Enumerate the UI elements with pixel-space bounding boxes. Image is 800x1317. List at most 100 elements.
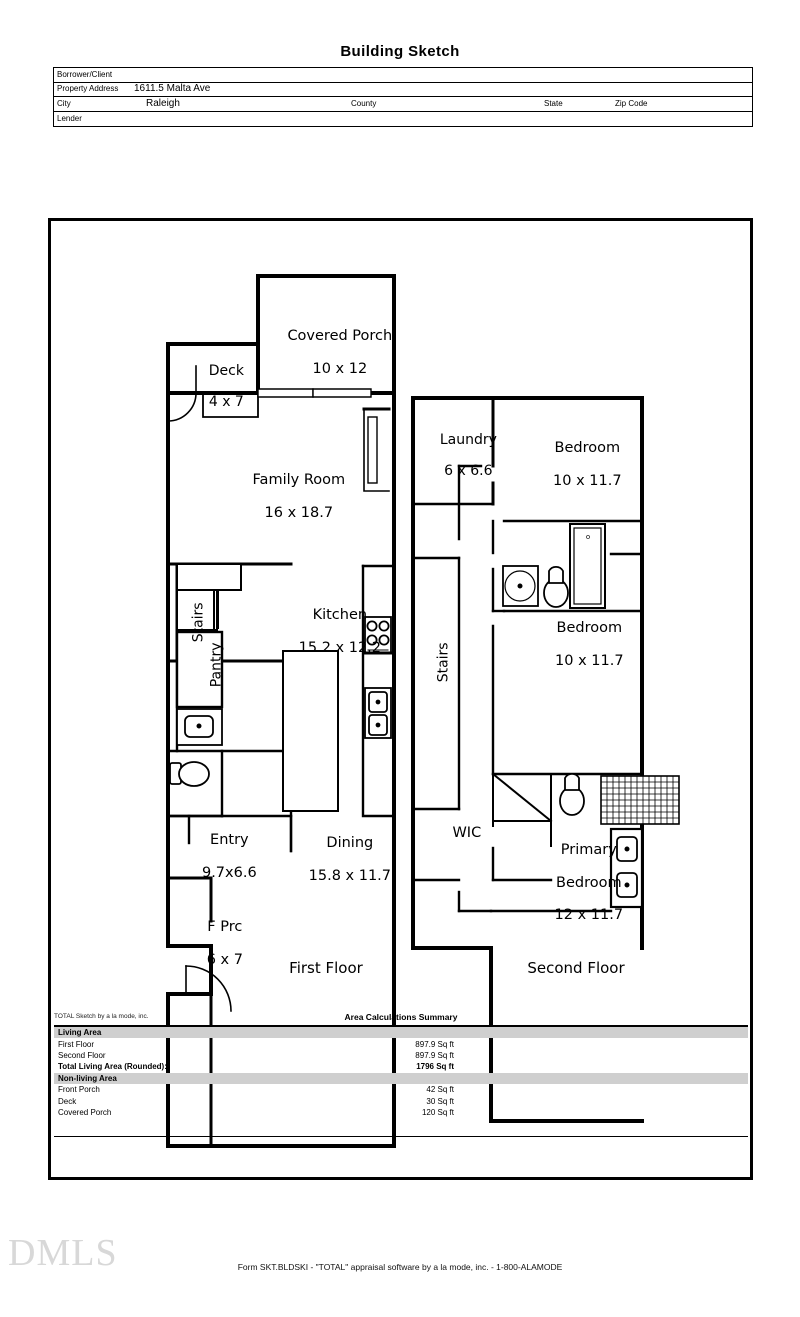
svg-text:o: o — [586, 533, 590, 541]
front-porch-area-label: Front Porch — [58, 1085, 100, 1095]
area-summary-body: Living Area First Floor 897.9 Sq ft Seco… — [54, 1027, 748, 1138]
room-label-dining: Dining 15.8 x 11.7 — [251, 819, 421, 900]
room-label-primary-bedroom: Primary Bedroom 12 x 11.7 — [501, 826, 649, 940]
primary-bedroom-name-line2: Bedroom — [556, 874, 622, 891]
sketch-frame: o — [48, 218, 753, 1180]
zip-code-label: Zip Code — [615, 98, 648, 108]
wic-walls — [411, 846, 613, 913]
deck-area-value: 30 Sq ft — [426, 1096, 454, 1106]
bedroom-2-dims: 10 x 11.7 — [555, 652, 624, 669]
entry-dims: 9.7x6.6 — [201, 864, 257, 881]
sliding-door-symbol — [257, 388, 372, 398]
area-summary-spacer — [54, 1118, 748, 1136]
laundry-name: Laundry — [439, 431, 497, 448]
room-label-covered-porch: Covered Porch 10 x 12 — [258, 312, 394, 393]
total-sketch-credit: TOTAL Sketch by a la mode, inc. — [54, 1013, 149, 1020]
stair-closet — [176, 563, 242, 631]
borrower-client-row: Borrower/Client — [54, 68, 752, 83]
lender-row: Lender — [54, 112, 752, 127]
laundry-dims: 6 x 6.6 — [444, 463, 493, 480]
room-label-bedroom-2: Bedroom 10 x 11.7 — [503, 604, 648, 685]
deck-dims: 4 x 7 — [208, 394, 244, 411]
room-label-front-porch: F Prc 6 x 7 — [168, 903, 254, 984]
double-vanity-icon — [609, 827, 644, 909]
deck-name: Deck — [208, 362, 244, 379]
kitchen-counter — [361, 564, 396, 818]
area-summary-header: TOTAL Sketch by a la mode, inc. Area Cal… — [54, 1012, 748, 1027]
room-label-kitchen: Kitchen 15.2 x 12.2 — [246, 591, 406, 672]
room-label-bedroom-1: Bedroom 10 x 11.7 — [501, 424, 646, 505]
city-value[interactable]: Raleigh — [146, 97, 180, 109]
toilet-icon-f2a — [543, 565, 569, 608]
pantry-name: Pantry — [208, 642, 225, 688]
washer-fixture — [176, 708, 223, 746]
table-row: First Floor 897.9 Sq ft — [54, 1038, 748, 1049]
county-label: County — [351, 98, 377, 108]
table-row: Second Floor 897.9 Sq ft — [54, 1050, 748, 1061]
dining-dims: 15.8 x 11.7 — [308, 867, 392, 884]
section-heading-living-area: Living Area — [54, 1027, 748, 1039]
covered-porch-name: Covered Porch — [287, 328, 393, 345]
table-row: Deck 30 Sq ft — [54, 1095, 748, 1106]
linen-closet-icon — [491, 772, 553, 847]
covered-porch-area-label: Covered Porch — [58, 1107, 112, 1117]
entry-name: Entry — [210, 832, 249, 849]
table-row: Covered Porch 120 Sq ft — [54, 1107, 748, 1118]
table-row: Front Porch 42 Sq ft — [54, 1084, 748, 1095]
covered-porch-dims: 10 x 12 — [312, 360, 368, 377]
property-info-table: Borrower/Client Property Address 1611.5 … — [53, 67, 753, 127]
bedroom-1-dims: 10 x 11.7 — [553, 472, 622, 489]
room-label-entry: Entry 9.7x6.6 — [168, 816, 263, 897]
family-room-dims: 16 x 18.7 — [264, 504, 334, 521]
bath-walls-upper — [491, 519, 644, 613]
deck-step — [202, 392, 259, 418]
second-floor-area-value: 897.9 Sq ft — [415, 1050, 454, 1060]
stove-icon — [363, 616, 393, 655]
family-room-name: Family Room — [252, 472, 346, 489]
laundry-walls — [411, 396, 495, 541]
kitchen-island — [282, 650, 339, 812]
dining-name: Dining — [326, 835, 374, 852]
bedroom2-walls — [491, 624, 644, 776]
covered-porch-outline — [256, 274, 396, 393]
caption-first-floor: First Floor — [289, 959, 363, 977]
caption-second-floor: Second Floor — [527, 959, 625, 977]
property-address-value[interactable]: 1611.5 Malta Ave — [134, 83, 211, 95]
form-footer-text: Form SKT.BLDSKI - "TOTAL" appraisal soft… — [237, 1262, 563, 1272]
watermark-logo: DMLS — [8, 1232, 118, 1274]
total-living-area-label: Total Living Area (Rounded): — [58, 1062, 167, 1072]
section-heading-non-living-area: Non-living Area — [54, 1072, 748, 1084]
family-room-window — [362, 407, 391, 492]
borrower-client-label: Borrower/Client — [57, 69, 113, 79]
sink-icon — [364, 687, 392, 739]
wic-name: WIC — [452, 825, 482, 842]
property-address-label: Property Address — [57, 84, 119, 94]
state-label: State — [544, 98, 563, 108]
primary-bedroom-dims: 12 x 11.7 — [554, 907, 624, 924]
city-county-state-zip-row: City Raleigh County State Zip Code — [54, 97, 752, 112]
stairs-walls-f2 — [411, 556, 461, 811]
toilet-icon-f2b — [559, 772, 585, 816]
room-label-laundry: Laundry 6 x 6.6 — [413, 417, 497, 495]
area-summary-title: Area Calculations Summary — [344, 1012, 458, 1022]
shower-stall-icon: o — [569, 523, 606, 609]
property-address-row: Property Address 1611.5 Malta Ave — [54, 83, 752, 97]
page-title: Building Sketch — [340, 43, 460, 60]
front-porch-area-value: 42 Sq ft — [426, 1085, 454, 1095]
room-label-stairs-second-floor: Stairs — [421, 616, 452, 736]
toilet-icon-f1 — [169, 761, 210, 787]
table-row-total: Total Living Area (Rounded): 1796 Sq ft — [54, 1061, 748, 1072]
room-label-wic: WIC — [413, 809, 493, 858]
first-floor-area-value: 897.9 Sq ft — [415, 1039, 454, 1049]
front-porch-name: F Prc — [207, 919, 243, 936]
second-floor-area-label: Second Floor — [58, 1050, 106, 1060]
living-area-heading: Living Area — [58, 1028, 102, 1038]
room-label-stairs-first-floor: Stairs — [176, 576, 207, 696]
room-label-pantry: Pantry — [194, 636, 225, 720]
kitchen-dims: 15.2 x 12.2 — [298, 639, 382, 656]
vanity-icon — [502, 565, 539, 607]
deck-outline — [166, 342, 260, 395]
pantry-outline — [175, 630, 224, 709]
tiled-shower-icon — [600, 775, 680, 825]
room-label-family-room: Family Room 16 x 18.7 — [176, 456, 394, 537]
